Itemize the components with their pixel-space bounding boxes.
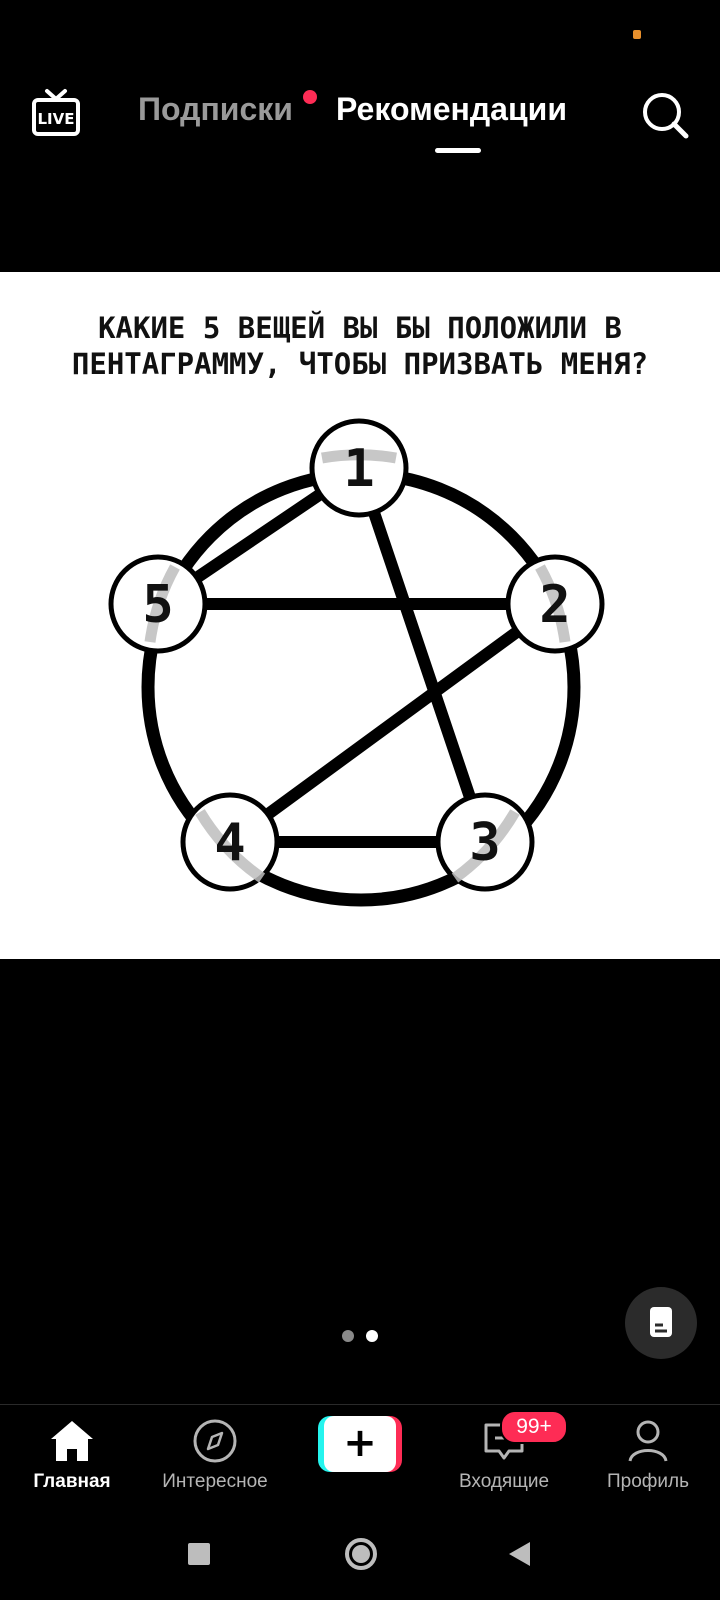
nav-profile[interactable]: Профиль	[578, 1405, 718, 1517]
question-line-2: ПЕНТАГРАММУ, ЧТОБЫ ПРИЗВАТЬ МЕНЯ?	[71, 347, 649, 381]
point-5: 5	[142, 575, 173, 635]
pentagram-diagram: 1 2 3 4 5	[108, 418, 605, 907]
plus-icon: +	[324, 1416, 396, 1472]
pager-dot-2[interactable]	[366, 1330, 378, 1342]
home-icon	[51, 1421, 93, 1461]
inbox-badge: 99+	[500, 1410, 568, 1444]
point-2: 2	[539, 575, 570, 635]
nav-home-label: Главная	[33, 1471, 111, 1492]
caption-button[interactable]	[625, 1287, 697, 1359]
search-icon[interactable]	[640, 90, 690, 140]
nav-profile-label: Профиль	[606, 1471, 690, 1492]
document-icon	[650, 1307, 672, 1337]
point-3: 3	[469, 813, 500, 873]
nav-inbox-label: Входящие	[458, 1471, 550, 1492]
profile-icon	[628, 1420, 668, 1462]
question-line-1: КАКИЕ 5 ВЕЩЕЙ ВЫ БЫ ПОЛОЖИЛИ В	[98, 311, 622, 345]
point-1: 1	[343, 439, 374, 499]
nav-home[interactable]: Главная	[2, 1405, 142, 1517]
status-indicator	[633, 30, 641, 39]
tab-recommendations[interactable]: Рекомендации	[336, 91, 567, 127]
system-home-button[interactable]	[344, 1537, 378, 1571]
live-label: LIVE	[38, 110, 75, 128]
post-image[interactable]: КАКИЕ 5 ВЕЩЕЙ ВЫ БЫ ПОЛОЖИЛИ В ПЕНТАГРАМ…	[0, 272, 720, 959]
post-question: КАКИЕ 5 ВЕЩЕЙ ВЫ БЫ ПОЛОЖИЛИ В ПЕНТАГРАМ…	[0, 310, 720, 382]
create-button[interactable]: +	[318, 1416, 402, 1472]
nav-discover[interactable]: Интересное	[145, 1405, 285, 1517]
notification-dot	[303, 90, 317, 104]
compass-icon	[193, 1419, 237, 1463]
active-tab-indicator	[435, 148, 481, 153]
live-icon[interactable]: LIVE	[30, 88, 82, 140]
recent-apps-button[interactable]	[188, 1543, 210, 1565]
pager-dot-1[interactable]	[342, 1330, 354, 1342]
back-button[interactable]	[506, 1540, 532, 1568]
tab-subscriptions[interactable]: Подписки	[138, 91, 293, 127]
point-4: 4	[214, 813, 245, 873]
nav-discover-label: Интересное	[162, 1471, 268, 1492]
